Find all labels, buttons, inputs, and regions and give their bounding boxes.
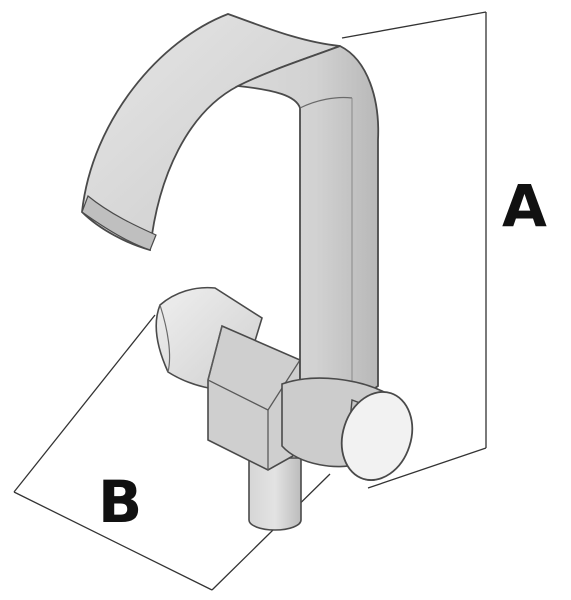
cartridge-block bbox=[207, 324, 301, 471]
dimension-label-a: A bbox=[502, 172, 547, 240]
base-pipe bbox=[248, 457, 302, 531]
dim-a-top-extension bbox=[341, 11, 487, 39]
vertical-pillar bbox=[234, 45, 380, 397]
round-end-cap bbox=[340, 391, 414, 481]
dim-b-right-extension bbox=[211, 473, 331, 591]
dim-b-baseline bbox=[13, 491, 213, 591]
dimension-lines bbox=[13, 11, 487, 591]
dim-a-bottom-extension bbox=[367, 447, 487, 489]
dim-b-left-extension bbox=[13, 314, 156, 493]
dimension-label-b: B bbox=[98, 468, 142, 536]
